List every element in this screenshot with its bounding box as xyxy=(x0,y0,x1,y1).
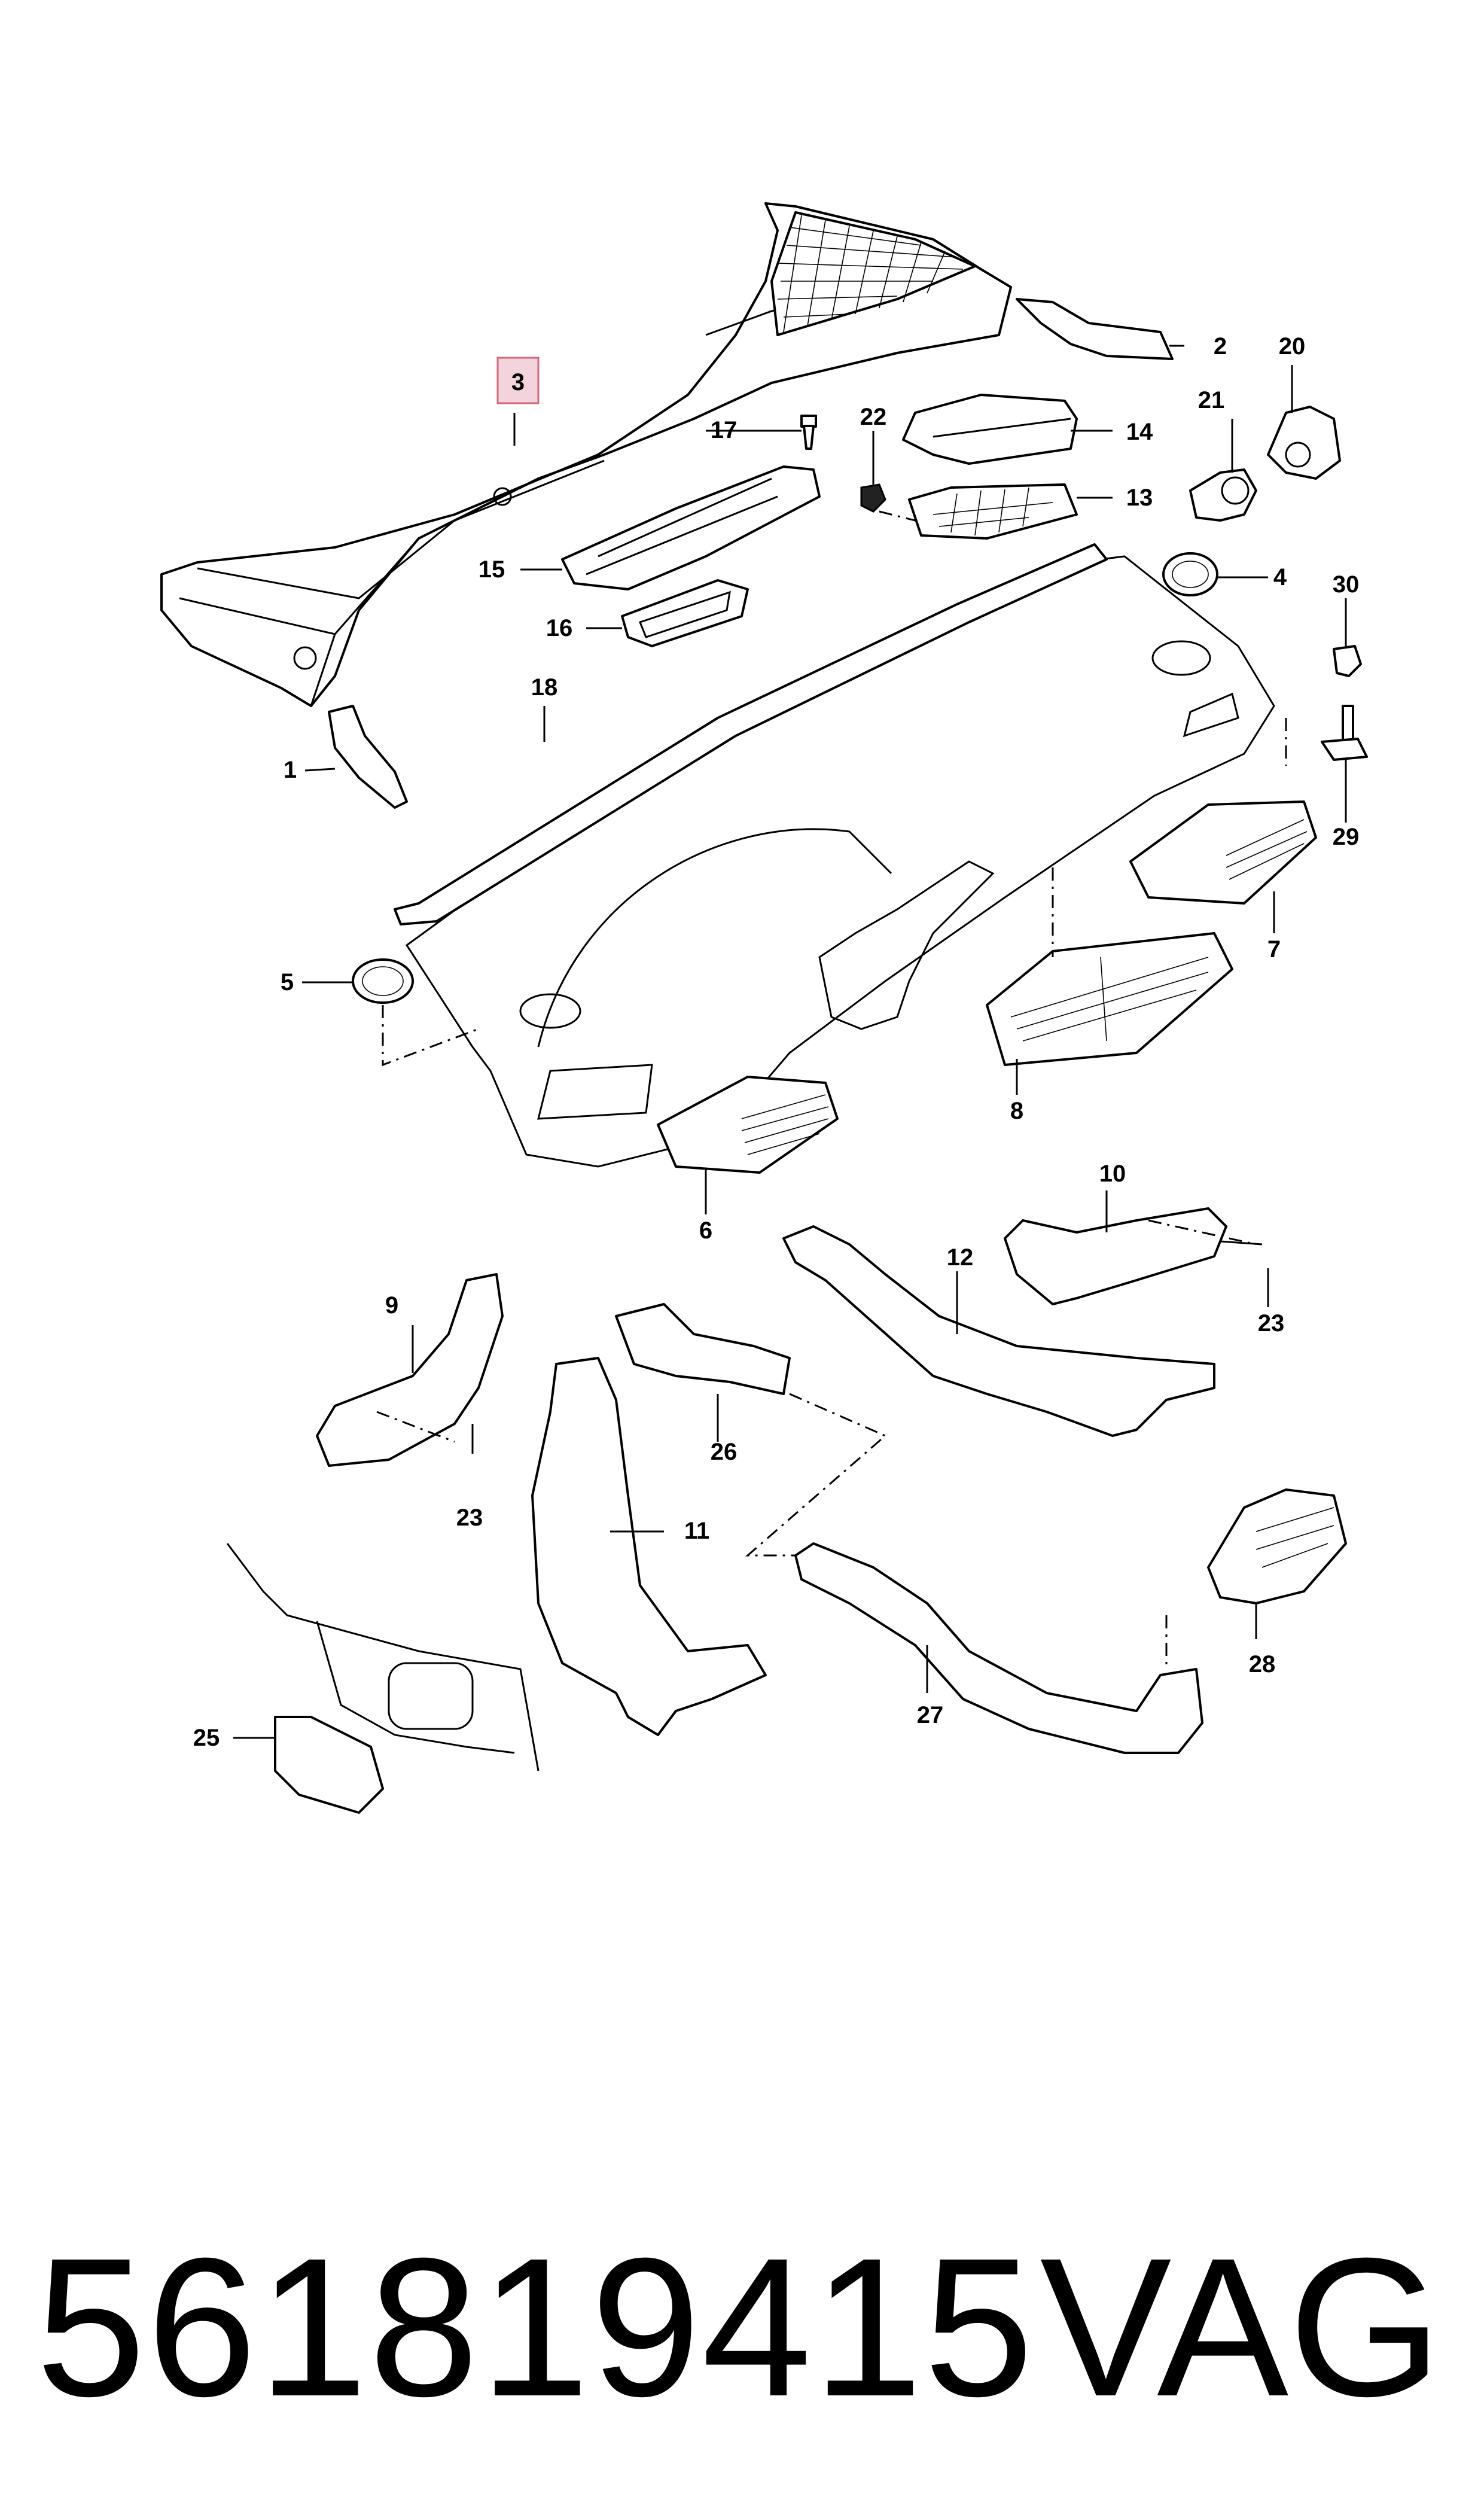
duct-9-part xyxy=(316,1273,504,1467)
sensor-20-part xyxy=(1267,406,1341,480)
callout-15: 15 xyxy=(479,556,505,583)
duct-12-part xyxy=(782,1225,1215,1437)
callout-23-right: 23 xyxy=(1258,1310,1285,1336)
vent-housing-15-part xyxy=(561,465,821,590)
callout-4: 4 xyxy=(1273,564,1287,590)
callout-1: 1 xyxy=(284,757,297,783)
callout-8: 8 xyxy=(1010,1098,1023,1124)
side-vent-7-part xyxy=(1129,800,1317,905)
firewall-panel xyxy=(226,1543,540,1771)
seal-strip-18-part xyxy=(394,543,1108,925)
round-vent-4-part xyxy=(1162,552,1218,596)
side-vent-6-part xyxy=(657,1076,839,1174)
callout-14: 14 xyxy=(1126,419,1153,445)
cowl-end-seal-part xyxy=(1016,298,1174,360)
nut-22-part xyxy=(860,483,886,513)
duct-27-part xyxy=(794,1542,1203,1754)
callout-23-left: 23 xyxy=(456,1505,483,1531)
duct-11-part xyxy=(531,1357,767,1736)
clip-30-part xyxy=(1333,645,1362,677)
sensor-bracket-21-part xyxy=(1189,468,1257,522)
bolt-29-part xyxy=(1321,705,1368,761)
callout-17: 17 xyxy=(711,417,738,443)
callout-25: 25 xyxy=(193,1725,220,1751)
center-vent-8-part xyxy=(986,932,1233,1066)
callout-5: 5 xyxy=(281,969,294,995)
exploded-parts-diagram: 3 2 20 21 17 22 14 13 15 16 4 30 18 1 29… xyxy=(160,202,1368,1814)
callout-21: 21 xyxy=(1198,387,1225,413)
callout-28: 28 xyxy=(1249,1651,1276,1677)
callout-3: 3 xyxy=(511,369,525,395)
callout-labels: 3 2 20 21 17 22 14 13 15 16 4 30 18 1 29… xyxy=(193,333,1360,1751)
callout-11: 11 xyxy=(684,1518,709,1544)
part-number: 561819415 xyxy=(36,2216,1035,2437)
bracket-14-part xyxy=(902,394,1078,465)
callout-12: 12 xyxy=(947,1244,974,1271)
callout-26: 26 xyxy=(711,1439,738,1465)
callout-6: 6 xyxy=(699,1217,712,1244)
round-vent-5-part xyxy=(352,958,414,1004)
leader-lines xyxy=(233,345,1347,1739)
callout-7: 7 xyxy=(1267,936,1281,963)
callout-22: 22 xyxy=(860,404,887,430)
callout-2: 2 xyxy=(1214,333,1227,360)
callout-9: 9 xyxy=(385,1292,398,1319)
vent-grille-16-part xyxy=(621,579,749,647)
callout-10: 10 xyxy=(1099,1161,1126,1187)
cowl-panel-part xyxy=(160,202,1012,707)
callout-16: 16 xyxy=(546,615,573,641)
callout-20: 20 xyxy=(1279,333,1306,360)
callout-27: 27 xyxy=(917,1702,944,1728)
callout-29: 29 xyxy=(1333,824,1360,850)
brand-label: VAG xyxy=(1040,2216,1442,2437)
vent-28-part xyxy=(1207,1488,1347,1604)
cowl-grille-mesh xyxy=(770,211,976,336)
air-inlet-13-part xyxy=(908,483,1078,540)
screw-17-part xyxy=(800,415,817,450)
duct-10-part xyxy=(1004,1207,1227,1305)
duct-26-part xyxy=(615,1303,791,1395)
callout-13: 13 xyxy=(1126,485,1153,511)
callout-3-highlight xyxy=(496,357,540,404)
grommet-25-part xyxy=(274,1716,384,1814)
callout-30: 30 xyxy=(1333,571,1360,598)
callout-18: 18 xyxy=(531,674,558,701)
footer: 561819415 VAG xyxy=(0,2213,1484,2441)
cowl-side-seal-part xyxy=(328,705,408,809)
